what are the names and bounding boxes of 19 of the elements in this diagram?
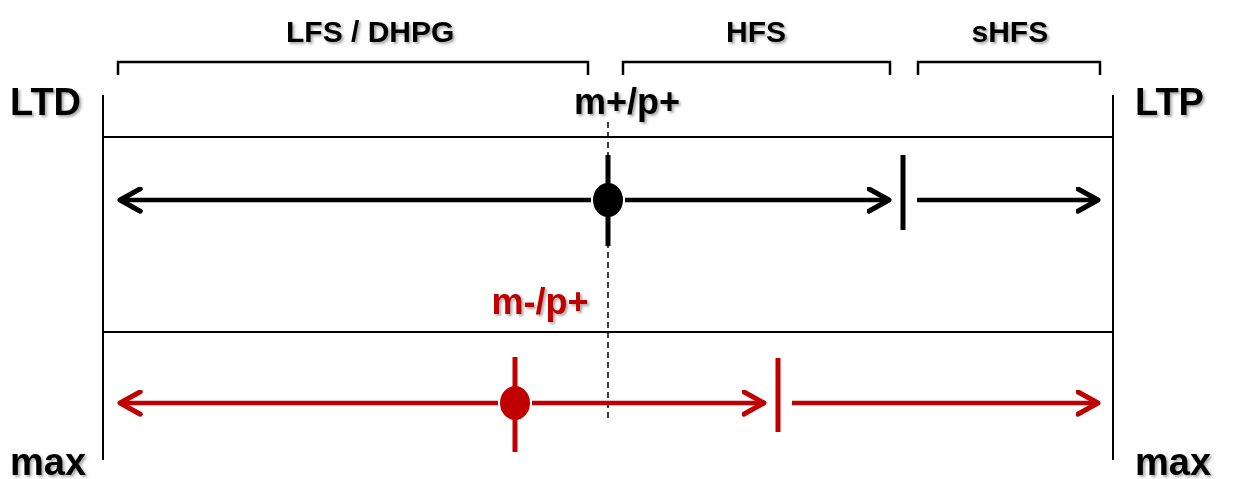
dot-marker <box>500 357 530 452</box>
axis-label: max <box>10 443 87 479</box>
axis-label: LTD <box>10 83 82 121</box>
arrow <box>532 389 767 417</box>
arrow <box>117 389 498 417</box>
state-label: m-/p+ <box>491 284 589 320</box>
arrow <box>625 186 892 214</box>
range-label: HFS <box>726 17 786 47</box>
state-label: m+/p+ <box>574 84 681 120</box>
arrow <box>792 389 1101 417</box>
axis-label: LTP <box>1135 83 1204 121</box>
dot-marker <box>593 155 623 246</box>
arrow <box>117 186 591 214</box>
range-label: sHFS <box>971 17 1049 47</box>
tick-bar <box>775 358 781 432</box>
tick-bar <box>900 155 906 230</box>
axis-label: max <box>1135 443 1212 479</box>
range-label: LFS / DHPG <box>286 17 455 47</box>
arrow <box>917 186 1101 214</box>
